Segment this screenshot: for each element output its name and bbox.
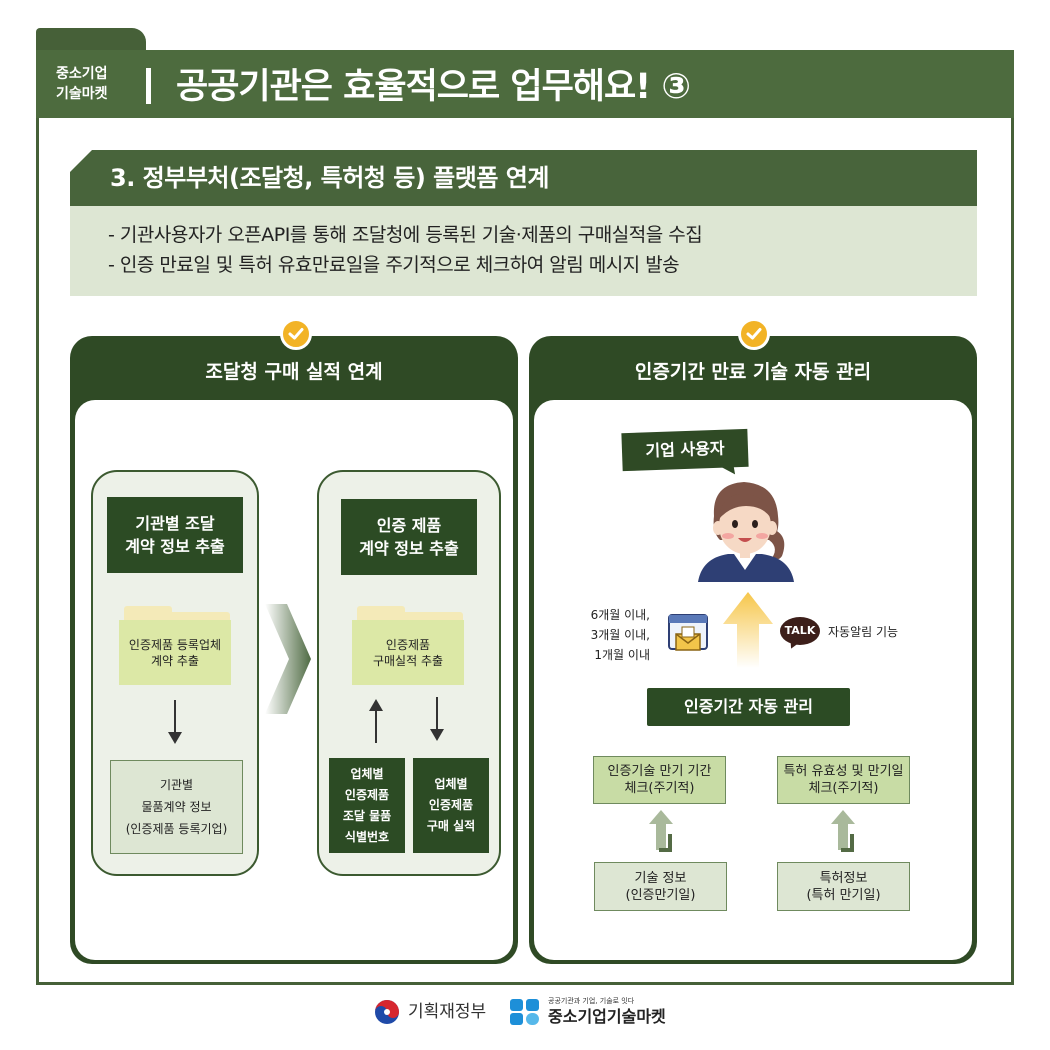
page-title: 공공기관은 효율적으로 업무해요! ③ (176, 67, 691, 107)
arrow-up-icon (369, 699, 383, 743)
description-line-1: - 기관사용자가 오픈API를 통해 조달청에 등록된 기술·제품의 구매실적을… (108, 224, 703, 246)
brand-line-1: 중소기업 (56, 66, 108, 82)
folder-paper (357, 612, 463, 622)
return-arrow-icon (831, 810, 855, 852)
purchase-record-box: 업체별 인증제품 구매 실적 (413, 758, 489, 853)
market-tagline: 공공기관과 기업, 기술로 잇다 (548, 997, 635, 1005)
section-corner-notch (70, 150, 92, 172)
notification-periods: 6개월 이내, 3개월 이내, 1개월 이내 (590, 608, 650, 662)
kakaotalk-icon: TALK (780, 617, 820, 645)
tech-info-box: 기술 정보 (인증만기일) (594, 862, 727, 911)
header-tab (36, 28, 146, 54)
certified-contract-header: 인증 제품 계약 정보 추출 (341, 499, 477, 575)
check-icon (280, 318, 312, 350)
ministry-logo-icon (375, 1000, 399, 1024)
footer: 기획재정부 공공기관과 기업, 기술로 잇다 중소기업기술마켓 (0, 995, 1050, 1035)
folder-certified-contract: 인증제품 등록업체 계약 추출 (119, 620, 231, 685)
arrow-down-icon (168, 700, 182, 744)
arrow-down-icon (430, 697, 444, 741)
mail-notification-icon (668, 614, 708, 651)
procurement-panel-title: 조달청 구매 실적 연계 (205, 361, 383, 383)
folder-tab-icon (124, 606, 172, 616)
brand-label: 중소기업 기술마켓 (56, 64, 146, 104)
ministry-name: 기획재정부 (408, 1002, 487, 1022)
certification-panel-title: 인증기간 만료 기술 자동 관리 (634, 361, 872, 383)
market-name: 중소기업기술마켓 (548, 1007, 666, 1026)
patent-expiry-check-box: 특허 유효성 및 만기일 체크(주기적) (777, 756, 910, 804)
check-icon (738, 318, 770, 350)
brand-line-2: 기술마켓 (56, 86, 108, 102)
institution-contract-result: 기관별 물품계약 정보 (인증제품 등록기업) (110, 760, 243, 854)
product-id-box: 업체별 인증제품 조달 물품 식별번호 (329, 758, 405, 853)
return-arrow-icon (649, 810, 673, 852)
upload-arrow-icon (723, 592, 773, 668)
business-user-avatar (698, 482, 794, 582)
cert-expiry-check-box: 인증기술 만기 기간 체크(주기적) (593, 756, 726, 804)
folder-purchase-record: 인증제품 구매실적 추출 (352, 620, 464, 685)
folder-tab-icon (357, 606, 405, 616)
folder-paper (124, 612, 230, 622)
section-description: - 기관사용자가 오픈API를 통해 조달청에 등록된 기술·제품의 구매실적을… (70, 206, 977, 296)
auto-notify-label: 자동알림 기능 (828, 625, 899, 639)
market-logo-icon (510, 999, 539, 1025)
description-line-2: - 인증 만료일 및 특허 유효만료일을 주기적으로 체크하여 알림 메시지 발… (108, 254, 680, 276)
patent-info-box: 특허정보 (특허 만기일) (777, 862, 910, 911)
section-header (70, 150, 977, 206)
header-bar (36, 50, 1014, 118)
flow-arrow-icon (265, 604, 311, 714)
institution-contract-header: 기관별 조달 계약 정보 추출 (107, 497, 243, 573)
auto-manage-box: 인증기간 자동 관리 (647, 688, 850, 726)
brand-divider (146, 68, 151, 104)
section-title: 3. 정부부처(조달청, 특허청 등) 플랫폼 연계 (110, 164, 549, 192)
